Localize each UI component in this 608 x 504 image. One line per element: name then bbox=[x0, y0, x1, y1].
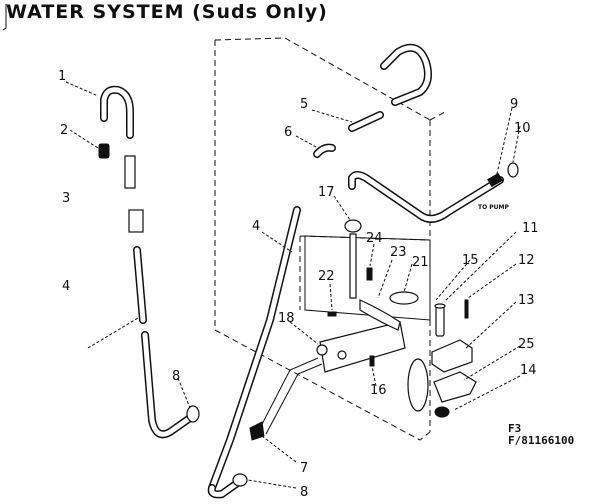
screw-22 bbox=[327, 311, 337, 317]
callout-4-left: 4 bbox=[62, 279, 70, 294]
margin-bracket bbox=[2, 4, 7, 31]
gasket-part bbox=[389, 291, 419, 305]
pin-part bbox=[435, 305, 445, 337]
callout-8-left: 8 bbox=[172, 369, 180, 384]
callout-25: 25 bbox=[518, 337, 535, 352]
to-pump-note: TO PUMP bbox=[478, 204, 510, 211]
callout-4-center: 4 bbox=[252, 219, 260, 234]
figure-code-f3: F3 bbox=[508, 422, 522, 435]
valve-body-part bbox=[319, 321, 406, 373]
leader-lines bbox=[65, 81, 521, 489]
hose-cap-part bbox=[98, 143, 110, 159]
callout-2: 2 bbox=[60, 123, 68, 138]
figure-code-part-number: F/81166100 bbox=[508, 434, 575, 447]
diagram-title: WATER SYSTEM (Suds Only) bbox=[6, 1, 328, 23]
callout-3: 3 bbox=[62, 191, 70, 206]
callout-8-bottom: 8 bbox=[300, 485, 308, 499]
callout-12: 12 bbox=[518, 253, 535, 268]
drain-hose-assembly bbox=[98, 85, 200, 439]
fitting-7 bbox=[249, 421, 265, 441]
screw-16 bbox=[369, 355, 375, 367]
callout-1: 1 bbox=[58, 69, 66, 84]
callout-22: 22 bbox=[318, 269, 335, 284]
hook-hose bbox=[348, 43, 432, 132]
pump-hose bbox=[348, 162, 519, 223]
switch-assembly bbox=[431, 299, 477, 418]
fill-hose bbox=[207, 143, 336, 499]
callout-9: 9 bbox=[510, 97, 518, 112]
hose-connector-part bbox=[128, 209, 144, 233]
seal-ring-part bbox=[407, 358, 429, 412]
callout-24: 24 bbox=[366, 231, 383, 246]
hose-clamp-part bbox=[186, 405, 200, 423]
standpipe-part bbox=[349, 233, 357, 299]
callout-16: 16 bbox=[370, 383, 387, 398]
callout-15: 15 bbox=[462, 253, 479, 268]
callout-14: 14 bbox=[520, 363, 537, 378]
callout-23: 23 bbox=[390, 245, 407, 260]
hose-end-fitting bbox=[487, 172, 503, 188]
callout-11: 11 bbox=[522, 221, 539, 236]
callout-5: 5 bbox=[300, 97, 308, 112]
clip-part bbox=[433, 371, 477, 403]
pump-clamp-part bbox=[507, 162, 519, 178]
callout-13: 13 bbox=[518, 293, 535, 308]
screw-24 bbox=[366, 267, 373, 281]
hose-coupling-part bbox=[124, 155, 136, 189]
washer-part bbox=[434, 406, 450, 418]
callout-7: 7 bbox=[300, 461, 308, 476]
grommet-part bbox=[344, 219, 362, 233]
callout-17: 17 bbox=[318, 185, 335, 200]
callout-10: 10 bbox=[514, 121, 531, 136]
bottom-clamp-part bbox=[232, 473, 248, 487]
callout-21: 21 bbox=[412, 255, 429, 270]
tube-7 bbox=[249, 357, 323, 441]
callout-labels: 1 2 3 4 5 6 4 7 8 8 9 10 11 12 13 14 15 … bbox=[58, 69, 539, 500]
valve-assembly bbox=[304, 219, 431, 412]
switch-bracket-part bbox=[431, 339, 473, 373]
callout-6: 6 bbox=[284, 125, 292, 140]
callout-18: 18 bbox=[278, 311, 295, 326]
screw-12 bbox=[464, 299, 469, 319]
